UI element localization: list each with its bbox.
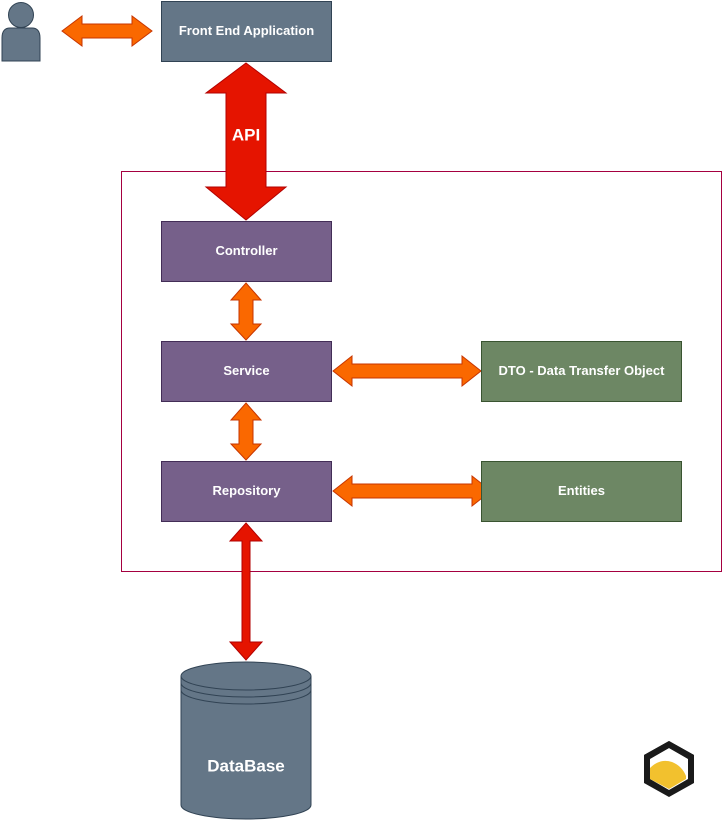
api-label: API xyxy=(232,125,260,144)
service-node: Service xyxy=(161,341,332,402)
api-arrow: API xyxy=(204,62,288,221)
system-boundary xyxy=(121,171,722,572)
service-dto-arrow xyxy=(332,354,482,388)
dto-node: DTO - Data Transfer Object xyxy=(481,341,682,402)
controller-label: Controller xyxy=(215,243,277,258)
entities-label: Entities xyxy=(558,483,605,498)
front-end-application-label: Front End Application xyxy=(179,23,314,38)
database-node: DataBase xyxy=(180,661,312,820)
repository-label: Repository xyxy=(213,483,282,498)
user-frontend-arrow xyxy=(61,15,153,47)
cube-logo-icon xyxy=(644,741,694,797)
service-repository-arrow xyxy=(229,402,263,461)
repository-node: Repository xyxy=(161,461,332,522)
database-label: DataBase xyxy=(207,756,285,775)
repository-database-arrow xyxy=(228,522,264,661)
dto-label: DTO - Data Transfer Object xyxy=(499,363,666,378)
repository-entities-arrow xyxy=(332,474,492,508)
controller-service-arrow xyxy=(229,282,263,341)
user-icon xyxy=(1,2,41,62)
entities-node: Entities xyxy=(481,461,682,522)
front-end-application-node: Front End Application xyxy=(161,1,332,62)
controller-node: Controller xyxy=(161,221,332,282)
service-label: Service xyxy=(223,363,269,378)
